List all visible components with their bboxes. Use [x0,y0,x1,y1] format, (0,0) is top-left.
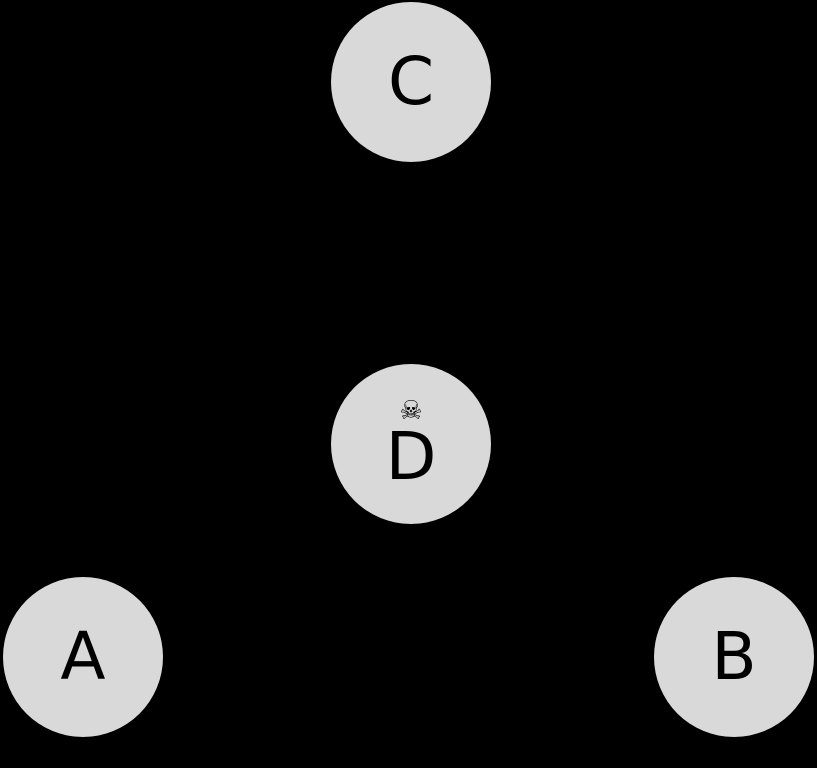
graph-node-b[interactable]: B [654,577,814,737]
graph-node-c-label: C [387,43,435,120]
graph-node-a-label: A [60,618,106,695]
graph-node-d[interactable]: ☠ D [331,364,491,524]
graph-node-b-label: B [711,618,757,695]
graph-node-d-label: D [385,418,437,495]
skull-and-crossbones-icon: ☠ [399,396,423,426]
graph-node-a[interactable]: A [3,577,163,737]
graph-node-c[interactable]: C [331,2,491,162]
